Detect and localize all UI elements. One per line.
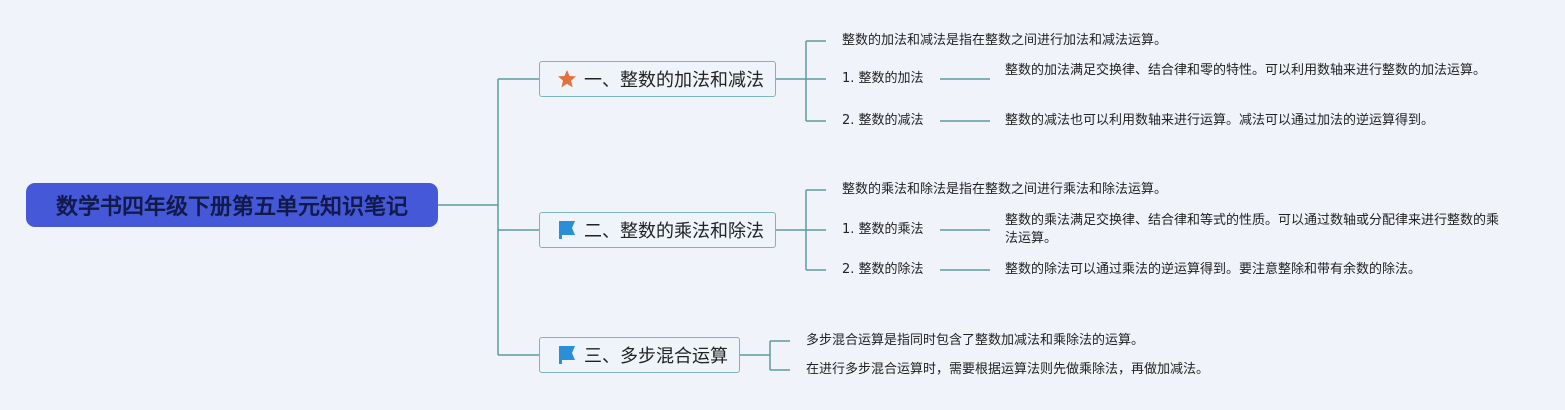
branch-title: 三、多步混合运算	[584, 346, 728, 367]
subtopic-detail: 整数的加法满足交换律、结合律和零的特性。可以利用数轴来进行整数的加法运算。	[1005, 63, 1487, 78]
subtopic-label[interactable]: 2. 整数的减法	[842, 113, 924, 128]
subtopic-detail: 整数的除法可以通过乘法的逆运算得到。要注意整除和带有余数的除法。	[1005, 262, 1422, 277]
branch-summary: 整数的乘法和除法是指在整数之间进行乘法和除法运算。	[842, 182, 1168, 197]
branch-topic-multiplication-division[interactable]: 二、整数的乘法和除法	[539, 212, 776, 248]
branch-topic-mixed-operations[interactable]: 三、多步混合运算	[539, 337, 740, 373]
subtopic-detail: 整数的减法也可以利用数轴来进行运算。减法可以通过加法的逆运算得到。	[1005, 113, 1435, 128]
root-title: 数学书四年级下册第五单元知识笔记	[55, 195, 408, 220]
branch-title: 二、整数的乘法和除法	[584, 221, 764, 242]
branch-summary: 整数的加法和减法是指在整数之间进行加法和减法运算。	[842, 33, 1168, 48]
flag-icon	[556, 344, 578, 366]
subtopic-label[interactable]: 2. 整数的除法	[842, 262, 924, 277]
branch-note: 多步混合运算是指同时包含了整数加减法和乘除法的运算。	[806, 333, 1145, 348]
flag-icon	[556, 219, 578, 241]
star-icon	[556, 68, 578, 90]
subtopic-label[interactable]: 1. 整数的乘法	[842, 222, 924, 237]
root-topic[interactable]: 数学书四年级下册第五单元知识笔记	[26, 183, 438, 227]
branch-title: 一、整数的加法和减法	[584, 70, 764, 91]
subtopic-detail: 整数的乘法满足交换律、结合律和等式的性质。可以通过数轴或分配律来进行整数的乘法运…	[1005, 213, 1500, 246]
branch-topic-addition-subtraction[interactable]: 一、整数的加法和减法	[539, 61, 776, 97]
branch-note: 在进行多步混合运算时，需要根据运算法则先做乘除法，再做加减法。	[806, 362, 1210, 377]
subtopic-label[interactable]: 1. 整数的加法	[842, 71, 924, 86]
